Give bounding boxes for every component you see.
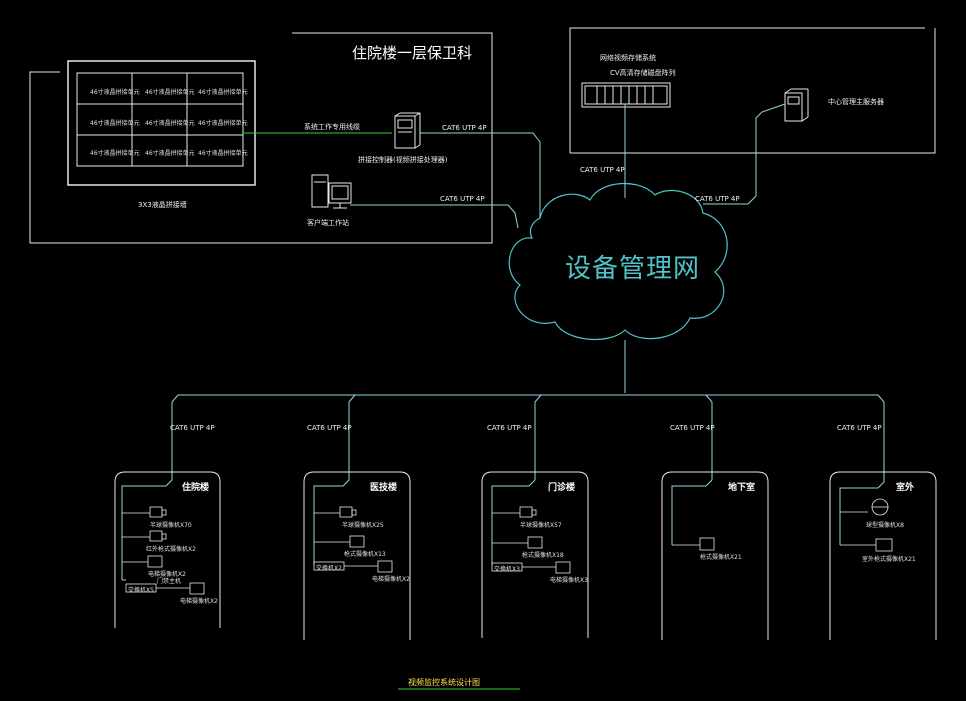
cable-label: CAT6 UTP 4P [440,195,485,203]
cable-label: CAT6 UTP 4P [695,195,740,203]
switch-label: 交换机X5 [128,587,154,594]
cloud-shape [508,183,728,341]
wall-cell: 46寸液晶拼接单元 [145,120,195,127]
building-2-devices [313,506,393,573]
wall-cell: 46寸液晶拼接单元 [198,150,248,157]
device-label: 电梯摄像机X2 [372,576,410,583]
storage-label: 网络视频存储系统 [600,54,656,62]
building-name: 室外 [896,483,915,493]
building-name: 住院楼 [182,483,210,493]
wall-link-label: 系统工作专用线缆 [304,123,360,131]
wall-cell: 46寸液晶拼接单元 [198,89,248,96]
top-cables [350,103,786,229]
server-room-frame [569,27,936,154]
device-label: 半球摄像机X57 [520,522,562,529]
switch-label: 交换机X3 [494,566,520,573]
branch-cables [121,340,885,580]
cloud-label: 设备管理网 [565,254,701,284]
controller-label: 拼接控制器(视频拼接处理器) [358,156,448,164]
storage-array-icon [581,82,671,108]
cable-label: CAT6 UTP 4P [670,424,715,432]
wall-cell: 46寸液晶拼接单元 [198,120,248,127]
wall-cell: 46寸液晶拼接单元 [90,89,140,96]
building-name: 地下室 [728,483,756,493]
building-1-devices [122,506,205,595]
building-4-devices [672,537,715,551]
building-5-devices [840,498,893,552]
diagram-caption: 视频监控系统设计图 [408,678,480,687]
device-label: 半球摄像机X70 [150,522,192,529]
device-label: 枪式摄像机X18 [522,552,564,559]
client-workstation-icon [311,174,352,209]
cable-label: CAT6 UTP 4P [170,424,215,432]
security-room-title: 住院楼一层保卫科 [352,44,473,62]
controller-server-icon [394,112,421,149]
device-label: 电梯摄像机X2 [148,571,186,578]
storage-sub-label: CV高清存储磁盘阵列 [610,69,676,77]
device-label: 红外枪式摄像机X2 [146,546,196,553]
device-label: 枪式摄像机X21 [700,554,742,561]
cable-label: CAT6 UTP 4P [580,166,625,174]
device-label: 室外枪式摄像机X21 [862,556,916,563]
device-label: 枪式摄像机X13 [344,551,386,558]
device-label: 球型摄像机X8 [866,522,904,529]
building-3-devices [491,506,571,574]
switch-label: 交换机X2 [316,565,342,572]
cable-label: CAT6 UTP 4P [442,124,487,132]
wall-cell: 46寸液晶拼接单元 [145,89,195,96]
wall-cell: 46寸液晶拼接单元 [90,120,140,127]
wall-cell: 46寸液晶拼接单元 [145,150,195,157]
manager-label: 中心管理主服务器 [828,98,884,106]
video-wall-label: 3X3液晶拼接墙 [138,201,187,209]
device-label: 半球摄像机X25 [342,522,384,529]
cable-label: CAT6 UTP 4P [837,424,882,432]
video-wall [67,60,256,186]
cable-label: CAT6 UTP 4P [307,424,352,432]
manager-server-icon [784,88,809,122]
building-name: 门诊楼 [548,483,576,493]
wall-cell: 46寸液晶拼接单元 [90,150,140,157]
cable-label: CAT6 UTP 4P [487,424,532,432]
device-label: 电梯摄像机X2 [180,598,218,605]
building-name: 医技楼 [370,483,398,493]
device-label: 电梯摄像机X3 [550,577,588,584]
building-frames [114,471,937,640]
device-label: 门禁主机 [157,578,182,585]
client-label: 客户端工作站 [307,219,349,227]
security-room-frame [29,32,493,244]
